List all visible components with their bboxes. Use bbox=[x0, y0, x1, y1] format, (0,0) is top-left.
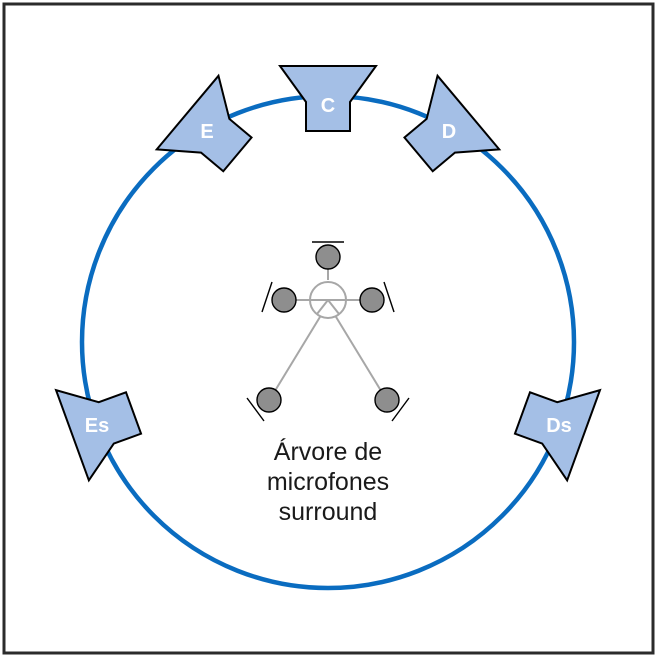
speaker-ds bbox=[513, 388, 602, 483]
speaker-d bbox=[403, 73, 502, 173]
speaker-e-label: E bbox=[200, 121, 213, 143]
speaker-d-label: D bbox=[442, 121, 456, 143]
speaker-es-label: Es bbox=[85, 415, 109, 437]
tree-center-icon bbox=[309, 281, 347, 319]
speaker-ds-label: Ds bbox=[546, 415, 572, 437]
mic-right-icon bbox=[359, 281, 395, 313]
caption-line-2: microfones bbox=[267, 468, 389, 496]
mic-rear-right-icon bbox=[374, 387, 410, 422]
speaker-c-label: C bbox=[321, 95, 335, 117]
caption-line-1: Árvore de bbox=[274, 437, 382, 466]
mic-tree-caption: Árvore de microfones surround bbox=[267, 437, 389, 526]
caption-line-3: surround bbox=[279, 498, 378, 526]
microphone-tree bbox=[246, 241, 410, 422]
speaker-e bbox=[154, 73, 253, 173]
mic-rear-left-icon bbox=[246, 387, 282, 422]
mic-top-icon bbox=[312, 241, 344, 270]
speaker-es bbox=[54, 388, 143, 483]
speaker-c: C bbox=[278, 65, 378, 132]
mic-left-icon bbox=[261, 281, 297, 313]
